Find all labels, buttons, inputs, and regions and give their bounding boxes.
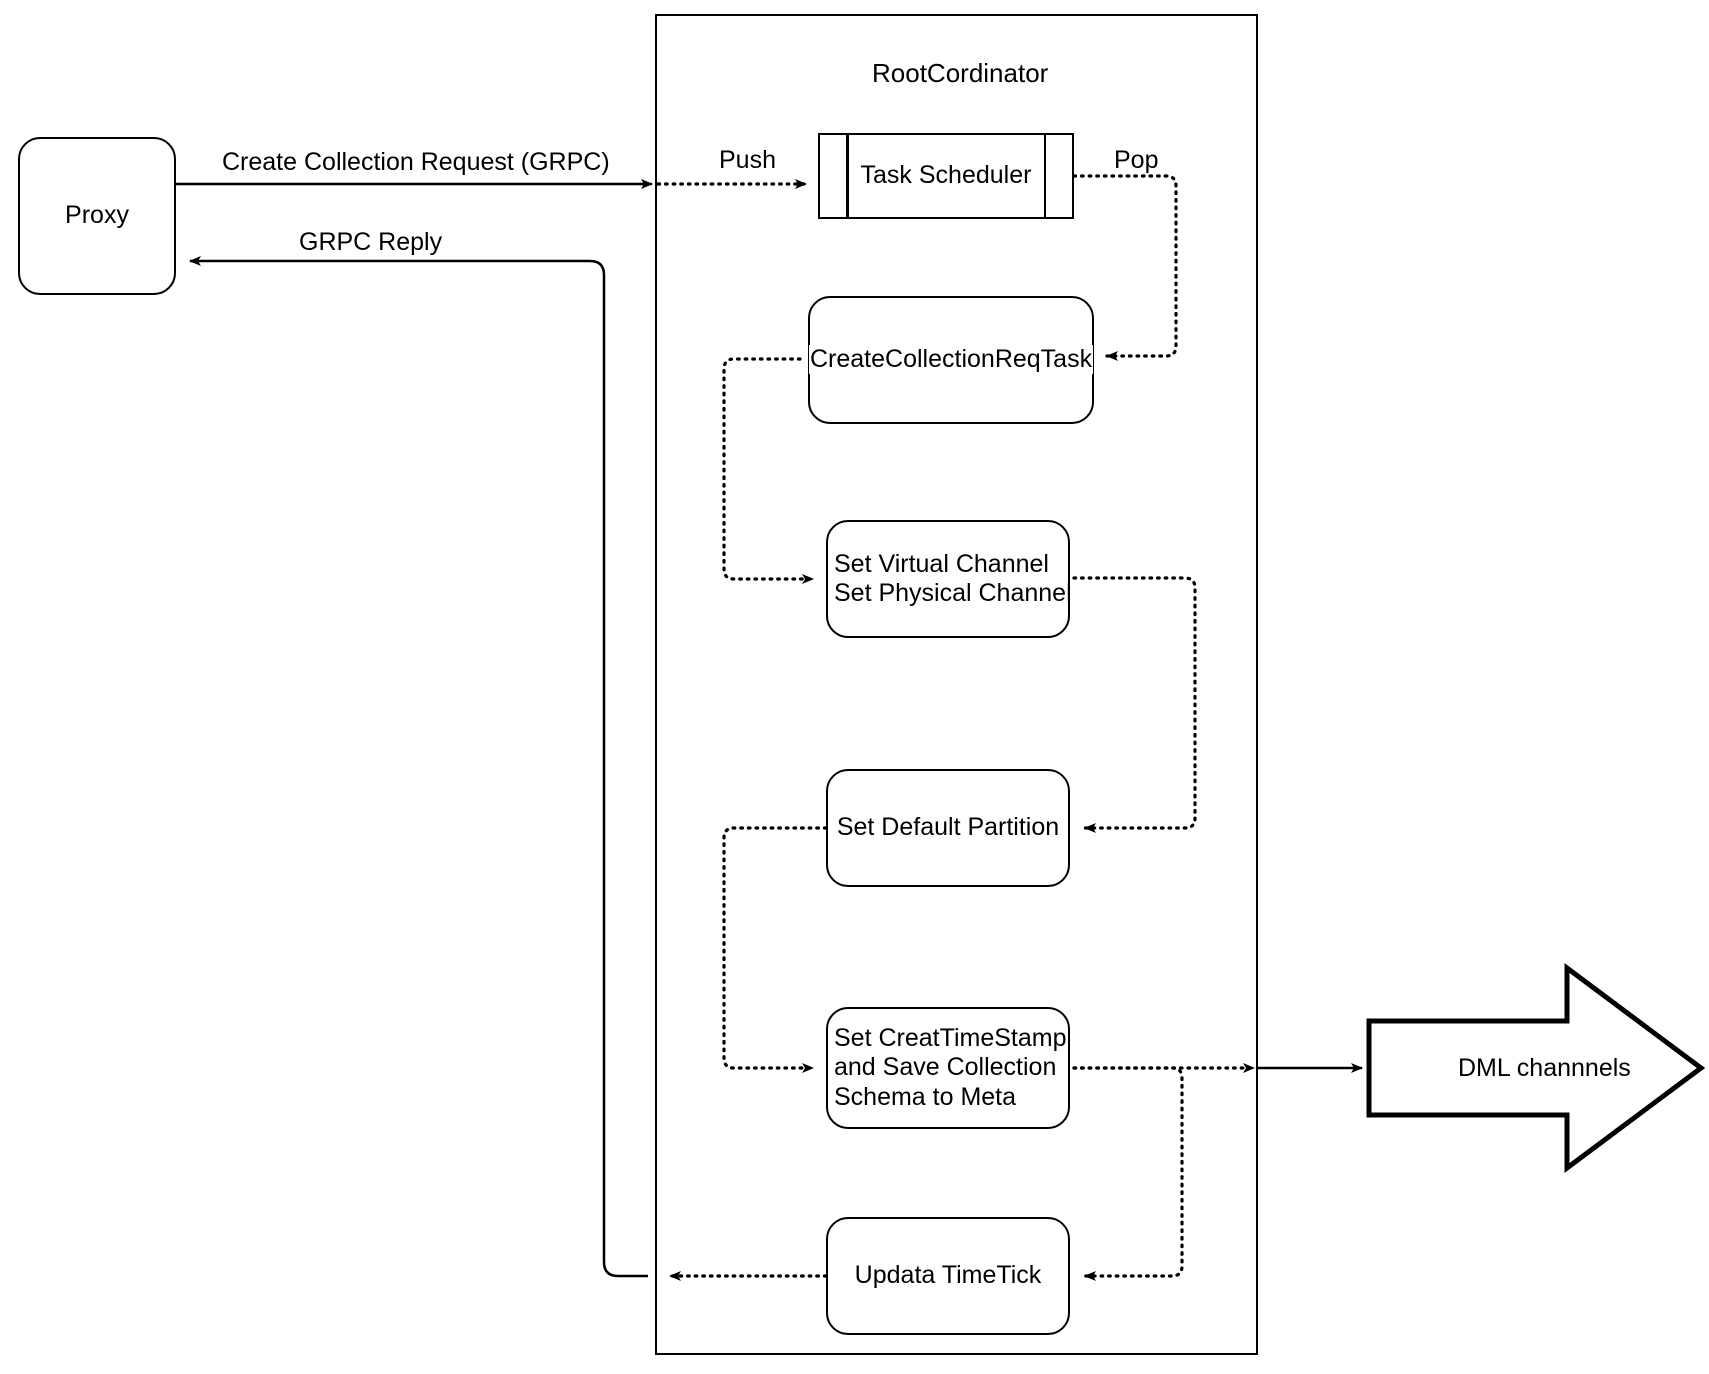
dml-channels-node[interactable]: DML channnels (1366, 962, 1709, 1174)
edge-label-push: Push (719, 146, 776, 174)
dml-arrow-shape (1366, 963, 1706, 1173)
set-virtual-channel-line1: Set Virtual Channel (834, 549, 1049, 578)
updata-timetick-label: Updata TimeTick (854, 1261, 1042, 1290)
rootcordinator-title: RootCordinator (872, 58, 1049, 88)
task-scheduler-label: Task Scheduler (860, 161, 1032, 190)
proxy-node[interactable]: Proxy (18, 137, 176, 295)
edge-label-grpc-reply: GRPC Reply (299, 228, 443, 256)
set-virtual-channel-line2: Set Physical Channel (834, 579, 1072, 607)
edge-label-create-collection-request: Create Collection Request (GRPC) (222, 148, 610, 176)
set-creat-timestamp-line1: Set CreatTimeStamp (834, 1023, 1067, 1052)
updata-timetick-node[interactable]: Updata TimeTick (826, 1217, 1070, 1335)
edge-label-pop: Pop (1114, 146, 1159, 174)
process-rule-right (1043, 135, 1046, 217)
set-default-partition-label: Set Default Partition (836, 813, 1060, 842)
set-creat-timestamp-node[interactable]: Set CreatTimeStamp and Save Collection S… (826, 1007, 1070, 1129)
edge-grpc-reply (189, 256, 648, 1278)
dml-channels-label: DML channnels (1458, 1054, 1631, 1082)
set-creat-timestamp-line3: Schema to Meta (834, 1082, 1017, 1111)
rootcordinator-container (655, 14, 1258, 1355)
set-creat-timestamp-line2: and Save Collection (834, 1053, 1057, 1082)
task-scheduler-node[interactable]: Task Scheduler (818, 133, 1074, 219)
set-virtual-channel-node[interactable]: Set Virtual Channel Set Physical Channel (826, 520, 1072, 638)
set-default-partition-node[interactable]: Set Default Partition (826, 769, 1070, 887)
create-collection-req-task-label: CreateCollectionReqTask (809, 345, 1094, 374)
process-rule-left (846, 135, 849, 217)
proxy-label: Proxy (65, 201, 129, 230)
